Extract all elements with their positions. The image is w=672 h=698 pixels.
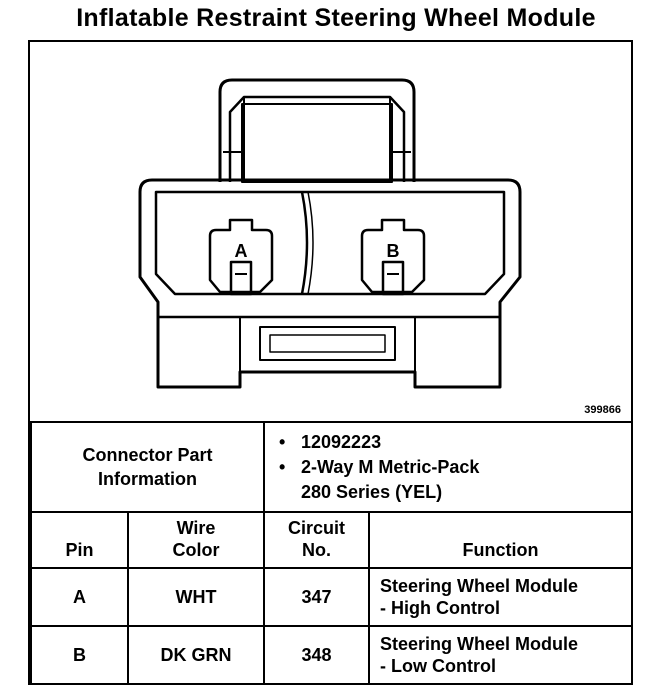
connector-part-info-values: •12092223 •2-Way M Metric-Pack 280 Serie…	[263, 421, 633, 513]
connector-part-info-label: Connector Part Information	[30, 421, 265, 513]
wire-color-header: Wire Color	[127, 511, 265, 569]
figure-number: 399866	[584, 404, 621, 416]
pin-cell: A	[30, 567, 129, 627]
circuit-header: Circuit No.	[263, 511, 370, 569]
table-row: B DK GRN 348 Steering Wheel Module - Low…	[30, 625, 633, 685]
pin-header: Pin	[30, 511, 129, 569]
connector-drawing: A B	[138, 78, 522, 389]
table-row: A WHT 347 Steering Wheel Module - High C…	[30, 567, 633, 627]
function-cell: Steering Wheel Module - High Control	[368, 567, 633, 627]
page-title: Inflatable Restraint Steering Wheel Modu…	[76, 4, 596, 32]
connector-series-item: 280 Series (YEL)	[301, 481, 443, 502]
pin-cell: B	[30, 625, 129, 685]
connector-type-item: •2-Way M Metric-Pack	[279, 456, 480, 477]
wire-color-cell: DK GRN	[127, 625, 265, 685]
part-number-item: •12092223	[279, 431, 382, 452]
connector-part-label-line2: Information	[98, 469, 197, 489]
diagram-frame: A B 399866 Connector Part Information •1…	[28, 40, 633, 685]
pin-b-label: B	[387, 241, 400, 261]
table-header-row: Pin Wire Color Circuit No. Function	[30, 511, 633, 569]
circuit-cell: 348	[263, 625, 370, 685]
function-cell: Steering Wheel Module - Low Control	[368, 625, 633, 685]
wire-color-cell: WHT	[127, 567, 265, 627]
connector-table: Connector Part Information •12092223 •2-…	[30, 421, 633, 685]
connector-part-label-line1: Connector Part	[82, 445, 213, 465]
connector-info-row: Connector Part Information •12092223 •2-…	[30, 421, 633, 513]
circuit-cell: 347	[263, 567, 370, 627]
function-header: Function	[368, 511, 633, 569]
pin-a-label: A	[235, 241, 248, 261]
